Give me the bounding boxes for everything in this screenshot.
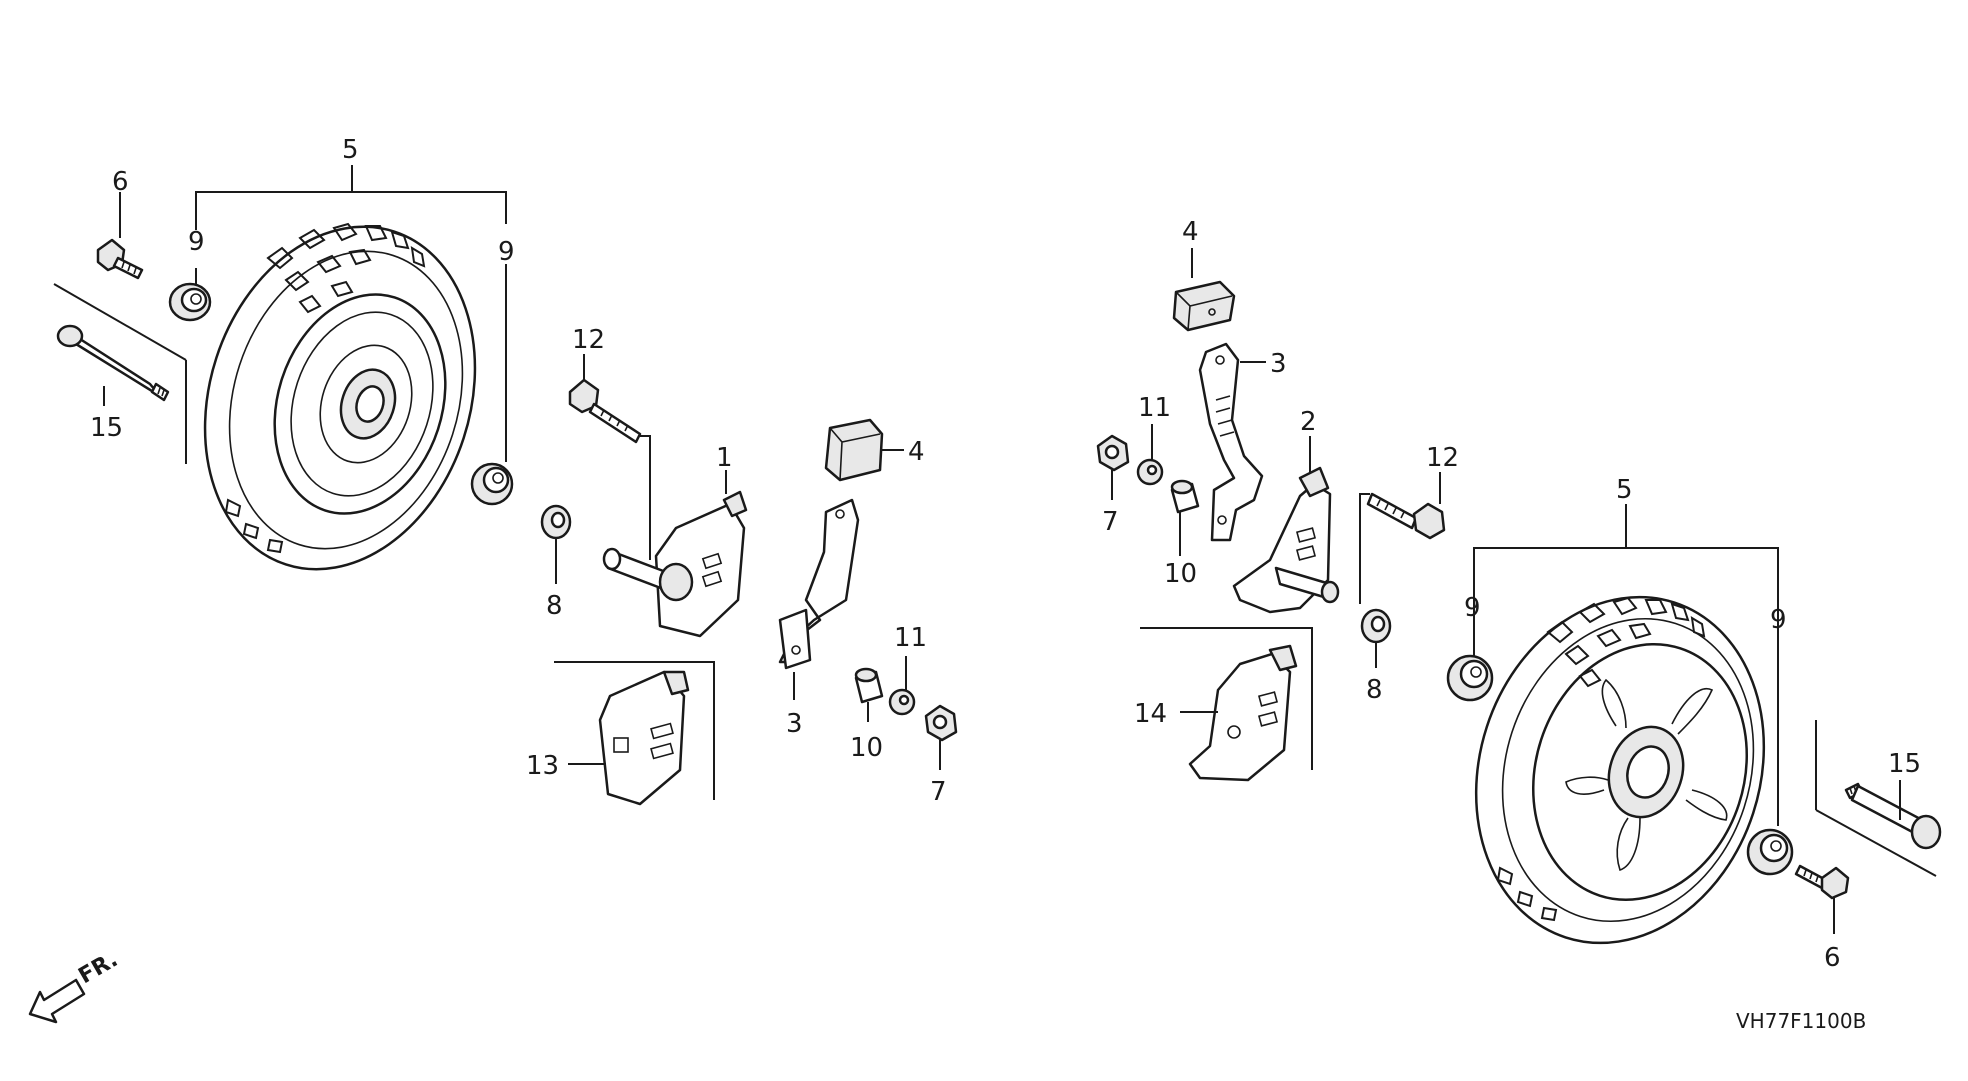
callout-right-bracket: 2 (1300, 407, 1317, 437)
callout-right-wheel: 5 (1616, 475, 1633, 505)
right-knob[interactable] (1172, 280, 1236, 332)
right-wheel-bushing-upper[interactable] (1446, 654, 1494, 702)
right-washer[interactable] (1360, 608, 1392, 644)
callout-right-lever: 3 (1270, 349, 1287, 379)
callout-left-washer: 8 (546, 591, 563, 621)
callout-right-nut: 7 (1102, 507, 1119, 537)
left-wheel-bushing-lower[interactable] (470, 462, 514, 506)
callout-left-bracket-bolt: 12 (572, 325, 605, 355)
callout-left-bolt: 6 (112, 167, 129, 197)
callout-right-plate: 14 (1134, 699, 1167, 729)
drawing-code: VH77F1100B (1736, 1009, 1866, 1033)
callout-left-bushing-a: 9 (188, 227, 205, 257)
callout-left-collar: 10 (850, 733, 883, 763)
left-plate-frame (554, 661, 715, 800)
callout-right-bushing-a: 9 (1464, 593, 1481, 623)
right-collar[interactable] (1170, 479, 1200, 514)
left-collar[interactable] (854, 667, 884, 704)
callout-right-collar: 10 (1164, 559, 1197, 589)
front-direction-arrow: FR. (28, 947, 123, 1024)
front-direction-label: FR. (75, 947, 123, 989)
callout-right-bolt: 6 (1824, 943, 1841, 973)
left-bolt[interactable] (96, 238, 144, 280)
left-axle[interactable] (53, 283, 187, 464)
left-bracket[interactable] (602, 490, 748, 638)
right-wheel-bushing-lower[interactable] (1746, 828, 1794, 876)
callout-left-bushing-b: 9 (498, 237, 515, 267)
left-spring-washer[interactable] (888, 688, 916, 716)
callout-right-axle: 15 (1888, 749, 1921, 779)
right-plate-frame (1140, 627, 1313, 770)
right-wheel-bracket-line (1473, 504, 1779, 634)
right-plate[interactable] (1188, 644, 1298, 782)
left-bracket-bolt[interactable] (568, 378, 642, 444)
right-lever[interactable] (1198, 342, 1264, 542)
left-wheel-bracket-line (195, 165, 507, 230)
callout-right-knob: 4 (1182, 217, 1199, 247)
callout-left-spring-washer: 11 (894, 623, 927, 653)
left-nut[interactable] (924, 704, 958, 742)
callout-left-wheel: 5 (342, 135, 359, 165)
callout-left-plate: 13 (526, 751, 559, 781)
right-spring-washer[interactable] (1136, 458, 1164, 486)
right-bolt[interactable] (1794, 864, 1850, 900)
left-plate[interactable] (598, 670, 690, 806)
callout-left-axle: 15 (90, 413, 123, 443)
left-wheel[interactable] (162, 191, 517, 604)
left-wheel-bushing-upper[interactable] (168, 282, 212, 322)
callout-right-bushing-b: 9 (1770, 605, 1787, 635)
callout-right-spring-washer: 11 (1138, 393, 1171, 423)
callout-left-nut: 7 (930, 777, 947, 807)
left-lever[interactable] (778, 498, 860, 670)
left-knob[interactable] (824, 418, 884, 482)
right-nut[interactable] (1096, 434, 1130, 472)
right-bracket-bolt[interactable] (1366, 492, 1446, 540)
callout-numbers: 5 6 9 9 15 12 1 4 8 11 3 10 7 13 4 3 11 … (90, 135, 1921, 973)
left-washer[interactable] (540, 504, 572, 540)
callout-left-lever: 3 (786, 709, 803, 739)
callout-left-bracket: 1 (716, 443, 733, 473)
right-wheel[interactable] (1432, 559, 1807, 980)
right-bracket[interactable] (1232, 466, 1340, 614)
callout-right-bracket-bolt: 12 (1426, 443, 1459, 473)
callout-left-knob: 4 (908, 437, 925, 467)
callout-right-washer: 8 (1366, 675, 1383, 705)
right-axle[interactable] (1815, 720, 1942, 877)
